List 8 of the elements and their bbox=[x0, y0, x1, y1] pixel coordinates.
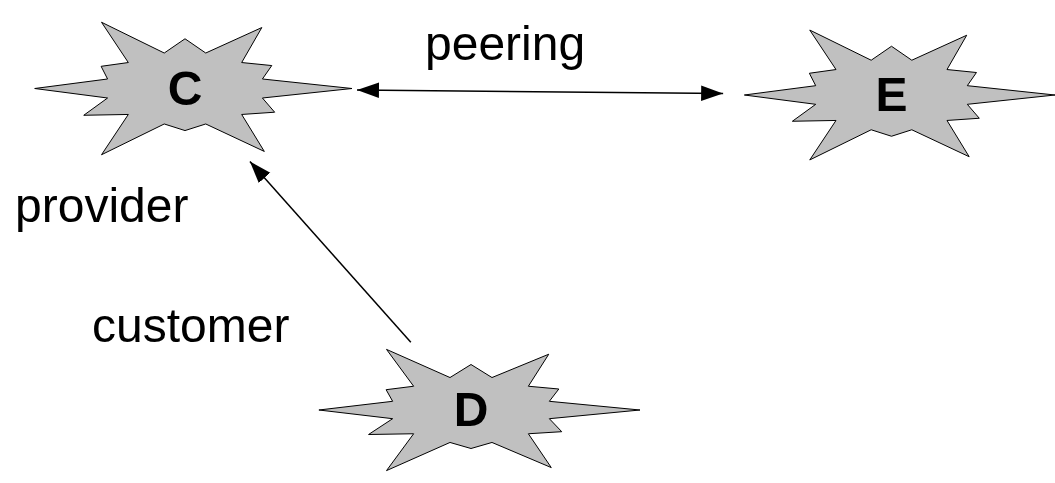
node-label: E bbox=[875, 71, 908, 119]
arrow bbox=[356, 82, 724, 101]
node-label: D bbox=[453, 386, 489, 434]
arrow bbox=[249, 160, 412, 344]
role-label: customer bbox=[92, 302, 290, 350]
edge-label: peering bbox=[425, 20, 586, 68]
role-label: provider bbox=[15, 182, 189, 230]
node-label: C bbox=[167, 64, 203, 113]
